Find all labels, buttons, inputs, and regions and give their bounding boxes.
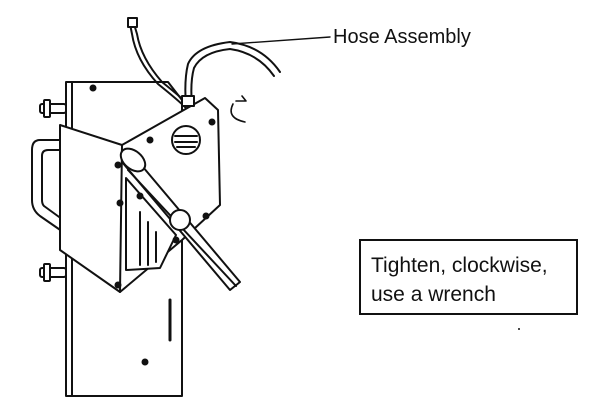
clockwise-arrow-icon	[230, 95, 247, 123]
wrench-icon	[119, 147, 241, 291]
mounting-studs	[39, 99, 67, 282]
instruction-box: Tighten, clockwise, use a wrench	[359, 239, 578, 315]
callout-leader-line	[231, 36, 331, 45]
instruction-line-2: use a wrench	[371, 283, 496, 306]
hose-assembly-callout-label: Hose Assembly	[333, 26, 471, 48]
stray-dot	[518, 328, 520, 330]
knob-icon	[171, 125, 201, 155]
instruction-line-1: Tighten, clockwise,	[371, 254, 548, 277]
hose-assembly	[127, 17, 281, 109]
